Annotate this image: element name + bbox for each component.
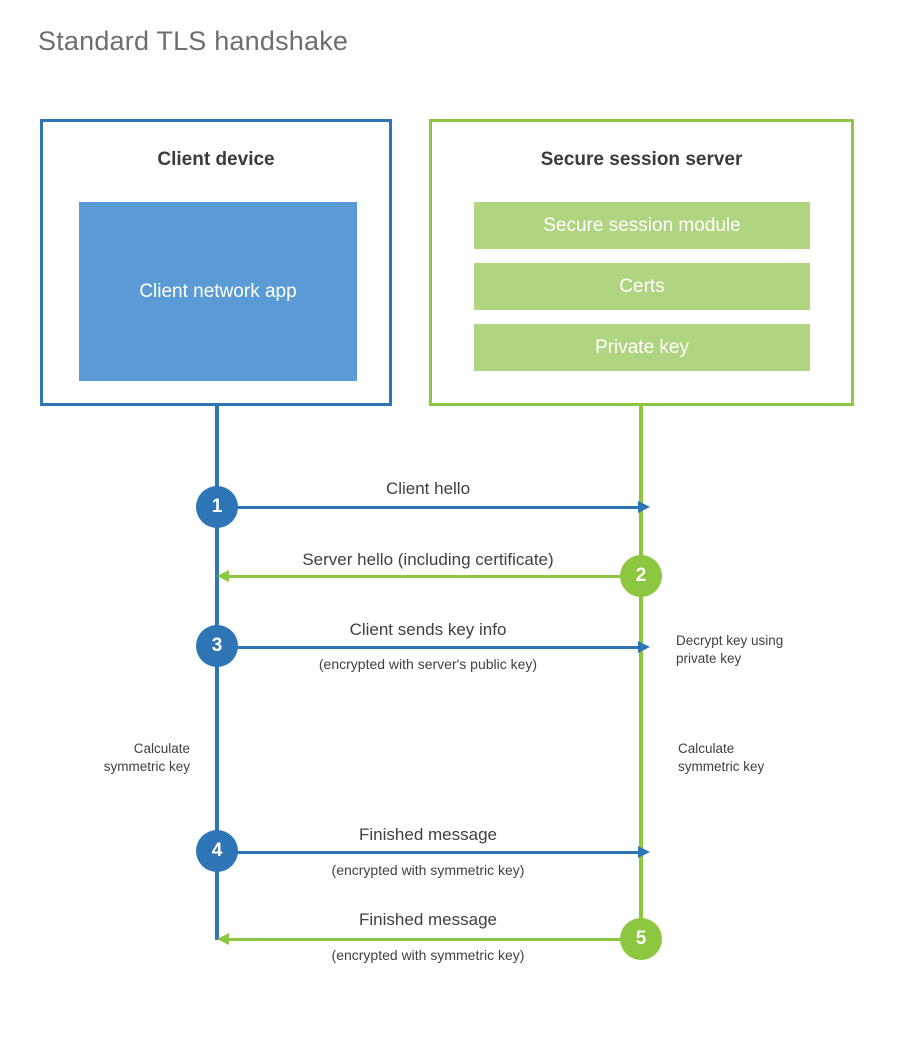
- secure-session-server-box: Secure session server Secure session mod…: [429, 119, 854, 406]
- note-server-calculate-symmetric-key-line1: Calculate: [678, 741, 735, 756]
- arrow-label-step-4: Finished message: [359, 825, 497, 844]
- arrow-sublabel-step-5: (encrypted with symmetric key): [331, 947, 525, 963]
- secure-session-server-title: Secure session server: [540, 149, 743, 170]
- arrowhead-left-icon: [217, 933, 229, 945]
- client-network-app-block: Client network app: [79, 202, 357, 381]
- note-client-calculate-symmetric-key-line1: Calculate: [133, 741, 190, 756]
- arrowhead-right-icon: [638, 501, 650, 513]
- arrowhead-right-icon: [638, 846, 650, 858]
- note-client-calculate-symmetric-key-line2: symmetric key: [103, 758, 190, 774]
- server-component-list: Secure session module Certs Private key: [474, 202, 810, 371]
- note-server-decrypt-key-line2: private key: [676, 650, 742, 666]
- note-server-decrypt-key: Decrypt key using private key: [676, 632, 866, 668]
- note-server-calculate-symmetric-key: Calculate symmetric key: [678, 740, 868, 776]
- note-client-calculate-symmetric-key: Calculate symmetric key: [20, 740, 190, 776]
- arrowhead-left-icon: [217, 570, 229, 582]
- arrow-label-step-5: Finished message: [359, 910, 497, 929]
- note-server-decrypt-key-line1: Decrypt key using: [676, 633, 784, 648]
- step-circle-3: 3: [196, 625, 238, 667]
- server-component-secure-session-module: Secure session module: [474, 202, 810, 249]
- page-title: Standard TLS handshake: [38, 26, 349, 56]
- server-component-private-key: Private key: [474, 324, 810, 371]
- step-circle-5: 5: [620, 918, 662, 960]
- step-circle-4: 4: [196, 830, 238, 872]
- arrow-label-step-3: Client sends key info: [349, 620, 507, 639]
- client-device-title: Client device: [157, 149, 275, 170]
- arrow-sublabel-step-4: (encrypted with symmetric key): [331, 862, 525, 878]
- server-lifeline: [639, 403, 643, 940]
- arrow-label-step-1: Client hello: [385, 479, 471, 498]
- note-server-calculate-symmetric-key-line2: symmetric key: [678, 758, 765, 774]
- server-component-certs: Certs: [474, 263, 810, 310]
- arrow-sublabel-step-3: (encrypted with server's public key): [318, 656, 538, 672]
- arrow-step-5: [217, 933, 639, 945]
- arrow-label-step-2: Server hello (including certificate): [302, 550, 554, 569]
- client-lifeline: [215, 403, 219, 940]
- arrowhead-right-icon: [638, 641, 650, 653]
- arrow-step-1: [217, 501, 650, 513]
- arrow-step-2: [217, 570, 639, 582]
- step-circle-2: 2: [620, 555, 662, 597]
- client-device-box: Client device Client network app: [40, 119, 392, 406]
- arrow-step-3: [217, 641, 650, 653]
- step-circle-1: 1: [196, 486, 238, 528]
- arrow-step-4: [217, 846, 650, 858]
